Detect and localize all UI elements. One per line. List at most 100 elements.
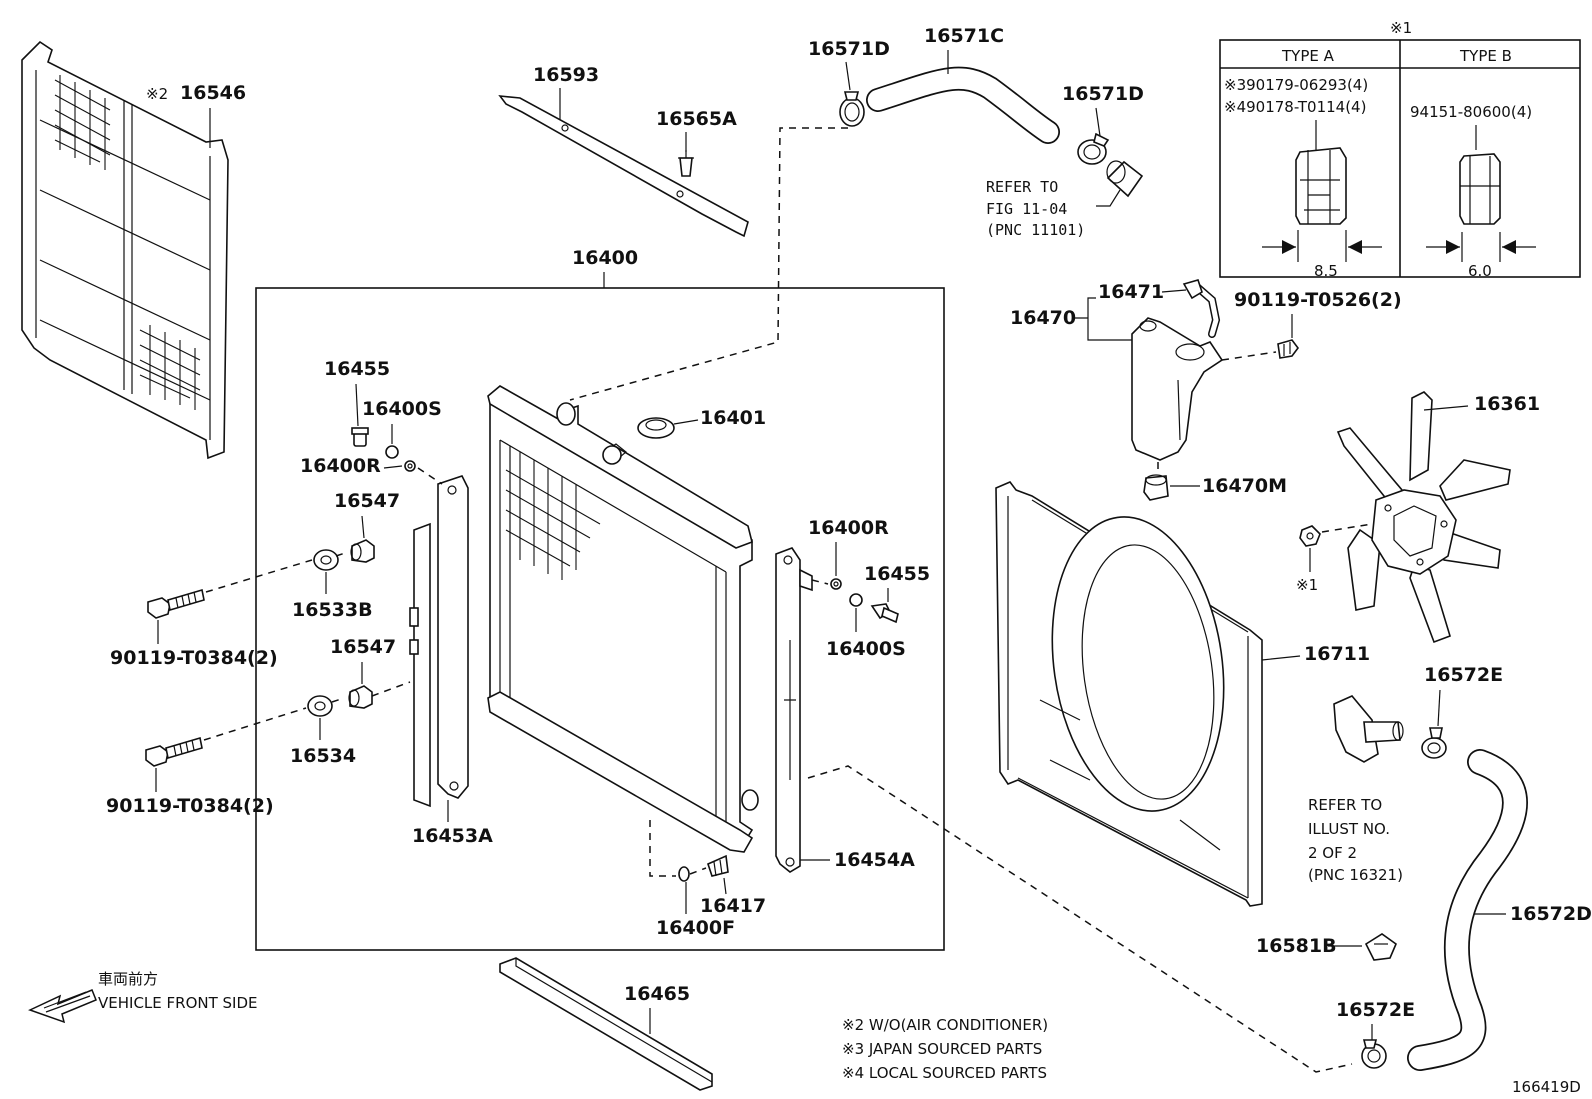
washer-16400S-b[interactable] [849,593,863,607]
clamp-16571D-a[interactable] [839,91,865,127]
bolt-16455-a[interactable] [351,427,369,447]
label-16361: 16361 [1474,393,1540,415]
oring-16400F[interactable] [678,866,690,882]
label-16571C: 16571C [924,25,1004,47]
label-16593: 16593 [533,64,599,86]
clip-16565A[interactable] [678,150,694,177]
label-16455-b: 16455 [864,563,930,585]
clamp-16572E-a[interactable] [1421,727,1447,759]
type-b-dim: 6.0 [1468,262,1492,280]
label-16400R-a: 16400R [300,455,381,477]
cushion-16533B[interactable] [313,549,339,571]
ref-fig-line1: REFER TO [986,178,1058,196]
cap-16401[interactable] [637,417,675,439]
direction-en: VEHICLE FRONT SIDE [98,994,258,1012]
ref-illust-line1: REFER TO [1308,796,1382,814]
note-1: ※2 W/O(AIR CONDITIONER) [842,1016,1048,1034]
label-16453A: 16453A [412,825,493,847]
label-16581B: 16581B [1256,935,1337,957]
type-a-dim: 8.5 [1314,262,1338,280]
support-16453A[interactable] [409,475,469,808]
seal-16465[interactable] [499,957,713,1091]
hose-16471[interactable] [1182,279,1221,338]
front-direction-arrow-icon [28,989,97,1024]
type-table-mark: ※1 [1390,19,1412,37]
label-16400F: 16400F [656,917,735,939]
illustration-id: 166419D [1512,1078,1581,1096]
cushion-16547-a[interactable] [350,539,375,563]
label-16417: 16417 [700,895,766,917]
water-outlet [1333,695,1404,763]
label-16533B: 16533B [292,599,373,621]
mark-16546: ※2 [146,85,168,103]
clamp-16572E-b[interactable] [1361,1039,1387,1069]
label-16400R-b: 16400R [808,517,889,539]
type-a-part2: ※490178-T0114(4) [1224,98,1366,116]
fan-nut[interactable] [1299,525,1321,547]
type-b-header: TYPE B [1459,47,1512,65]
bolt-16455-b[interactable] [870,603,899,624]
label-16547-b: 16547 [330,636,396,658]
type-table: ※1 TYPE A TYPE B ※390179-06293(4) ※49017… [1219,19,1581,280]
label-16401: 16401 [700,407,766,429]
type-a-nut [1295,147,1347,225]
radiator-16400[interactable] [487,385,759,853]
ref-illust-line3: 2 OF 2 [1308,844,1357,862]
cushion-16547-b[interactable] [348,685,373,709]
label-16565A: 16565A [656,108,737,130]
note-3: ※4 LOCAL SOURCED PARTS [842,1064,1047,1082]
label-16471: 16471 [1098,281,1164,303]
type-b-nut [1459,153,1501,225]
reservoir-16470[interactable] [1131,317,1224,461]
clamp-16571D-b[interactable] [1077,132,1110,165]
label-90119-b: 90119-T0384(2) [106,795,274,817]
direction-jp: 車両前方 [98,970,158,988]
washer-16400S-a[interactable] [385,445,399,459]
fan-16361[interactable] [1336,391,1511,644]
shroud-16711[interactable] [995,481,1263,907]
hose-16571C[interactable] [866,66,1060,144]
label-90119-a: 90119-T0384(2) [110,647,278,669]
label-16465: 16465 [624,983,690,1005]
label-16454A: 16454A [834,849,915,871]
label-16571D-a: 16571D [808,38,890,60]
radiator-assembly-box [255,287,945,951]
mark-fan-nut: ※1 [1296,576,1318,594]
drain-cock-16417[interactable] [707,854,729,877]
bolt-90119-c[interactable] [1277,339,1299,359]
label-16546: 16546 [180,82,246,104]
label-16572D: 16572D [1510,903,1592,925]
support-16454A[interactable] [775,547,813,873]
label-16400S-b: 16400S [826,638,906,660]
label-16571D-b: 16571D [1062,83,1144,105]
grille-16546[interactable] [21,40,229,460]
bracket-16593[interactable] [498,95,749,238]
ref-fig-line2: FIG 11-04 [986,200,1067,218]
engine-outlet-stub [1106,160,1144,198]
label-90119-c: 90119-T0526(2) [1234,289,1402,311]
hose-16572D[interactable] [1407,749,1528,1071]
ring-16400R-a[interactable] [404,460,416,472]
cushion-16534[interactable] [307,695,333,717]
bolt-90119-b[interactable] [145,736,203,767]
ref-illust-line2: ILLUST NO. [1308,820,1390,838]
label-16572E-b: 16572E [1336,999,1415,1021]
ref-fig-line3: (PNC 11101) [986,221,1085,239]
label-16711: 16711 [1304,643,1370,665]
label-16455-a: 16455 [324,358,390,380]
label-16470: 16470 [1010,307,1076,329]
cap-16470M[interactable] [1143,474,1169,501]
label-16400: 16400 [572,247,638,269]
ref-illust-line4: (PNC 16321) [1308,866,1403,884]
type-a-header: TYPE A [1281,47,1335,65]
label-16534: 16534 [290,745,356,767]
label-16470M: 16470M [1202,475,1287,497]
type-a-part1: ※390179-06293(4) [1224,76,1368,94]
label-16572E-a: 16572E [1424,664,1503,686]
label-16547-a: 16547 [334,490,400,512]
type-b-part1: 94151-80600(4) [1410,103,1532,121]
ring-16400R-b[interactable] [830,578,842,590]
bolt-90119-a[interactable] [147,588,205,619]
clamp-16581B[interactable] [1364,933,1397,961]
